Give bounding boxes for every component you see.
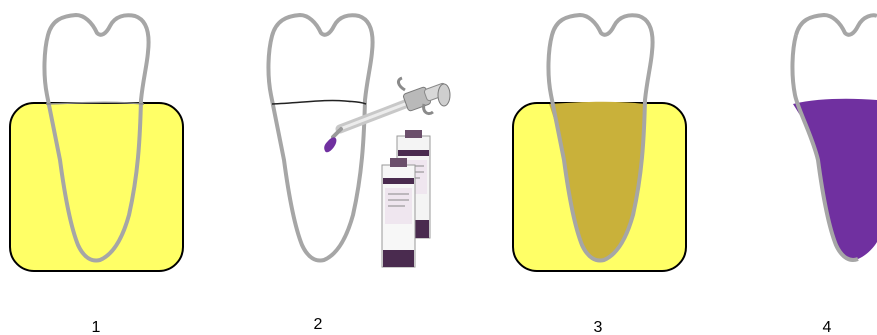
tooth-outline-4-crown [796,15,877,35]
paste-tube-front-icon [382,158,415,267]
syringe-icon [333,78,450,137]
tooth-outline-2 [268,15,372,260]
cemento-enamel-line [272,100,366,104]
step-number-1: 1 [92,319,101,335]
step-3-group [513,15,686,271]
material-drop [324,137,336,152]
step-1-group [10,15,183,271]
step-number-2: 2 [314,316,323,333]
step-number-3: 3 [594,319,603,335]
yellow-box-1 [10,103,183,271]
step-number-4: 4 [823,319,832,335]
step-2-group [268,15,450,267]
step-4-group [792,15,877,260]
